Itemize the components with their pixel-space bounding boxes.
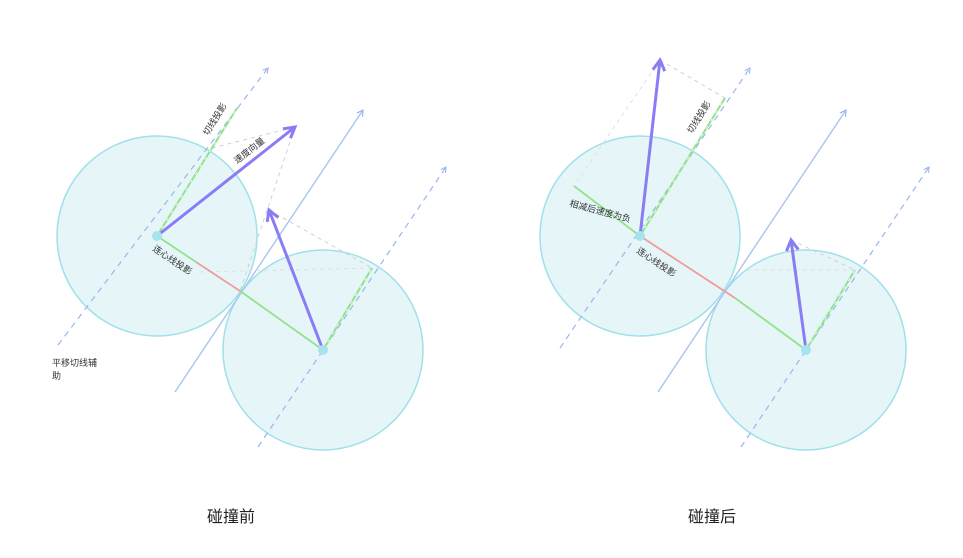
- center-line-green-after: [734, 297, 807, 351]
- velocity-vector-c: [638, 56, 667, 237]
- ball-d-center: [801, 345, 811, 355]
- guide-a-1: [211, 126, 296, 149]
- translated-tangent-c: [559, 67, 751, 349]
- tangent-projection-d-dash: [805, 269, 856, 351]
- translated-tangent-b: [257, 166, 447, 448]
- label-translated-tangent-aux-line2: 助: [52, 370, 61, 382]
- velocity-vector-d: [785, 237, 808, 351]
- panel-before: 切线投影 速度向量 连心线投影 平移切线辅 助: [52, 67, 447, 451]
- center-line-red-after: [639, 235, 736, 299]
- guide-c-1: [659, 59, 726, 99]
- caption-before: 碰撞前: [206, 507, 255, 526]
- tangent-projection-b-dash: [322, 267, 373, 351]
- caption-after: 碰撞后: [687, 507, 736, 526]
- tangent-projection-a: [156, 107, 238, 237]
- ball-c-center: [635, 231, 645, 241]
- label-tangent-projection-before: 切线投影: [200, 101, 229, 138]
- guide-c-2: [573, 59, 661, 187]
- guide-d-1: [790, 239, 856, 271]
- center-line-green-a: [156, 235, 197, 263]
- center-line-green-b: [239, 290, 324, 351]
- panel-after: 切线投影 相减后速度为负 连心线投影: [539, 56, 930, 451]
- label-tangent-projection-after: 切线投影: [684, 99, 713, 136]
- guide-b-1: [268, 209, 373, 269]
- velocity-vector-a: [156, 125, 298, 238]
- common-tangent-line-after: [657, 108, 847, 393]
- label-translated-tangent-aux-line1: 平移切线辅: [52, 357, 97, 369]
- velocity-vector-b: [265, 207, 325, 351]
- guide-a-2: [239, 126, 296, 292]
- translated-tangent-d: [740, 166, 930, 448]
- tangent-projection-c-dash: [639, 97, 726, 237]
- common-tangent-line: [174, 108, 364, 393]
- ball-b-center: [318, 345, 328, 355]
- ball-a-center: [152, 231, 162, 241]
- negative-center-component: [573, 185, 641, 237]
- center-line-red: [195, 261, 241, 292]
